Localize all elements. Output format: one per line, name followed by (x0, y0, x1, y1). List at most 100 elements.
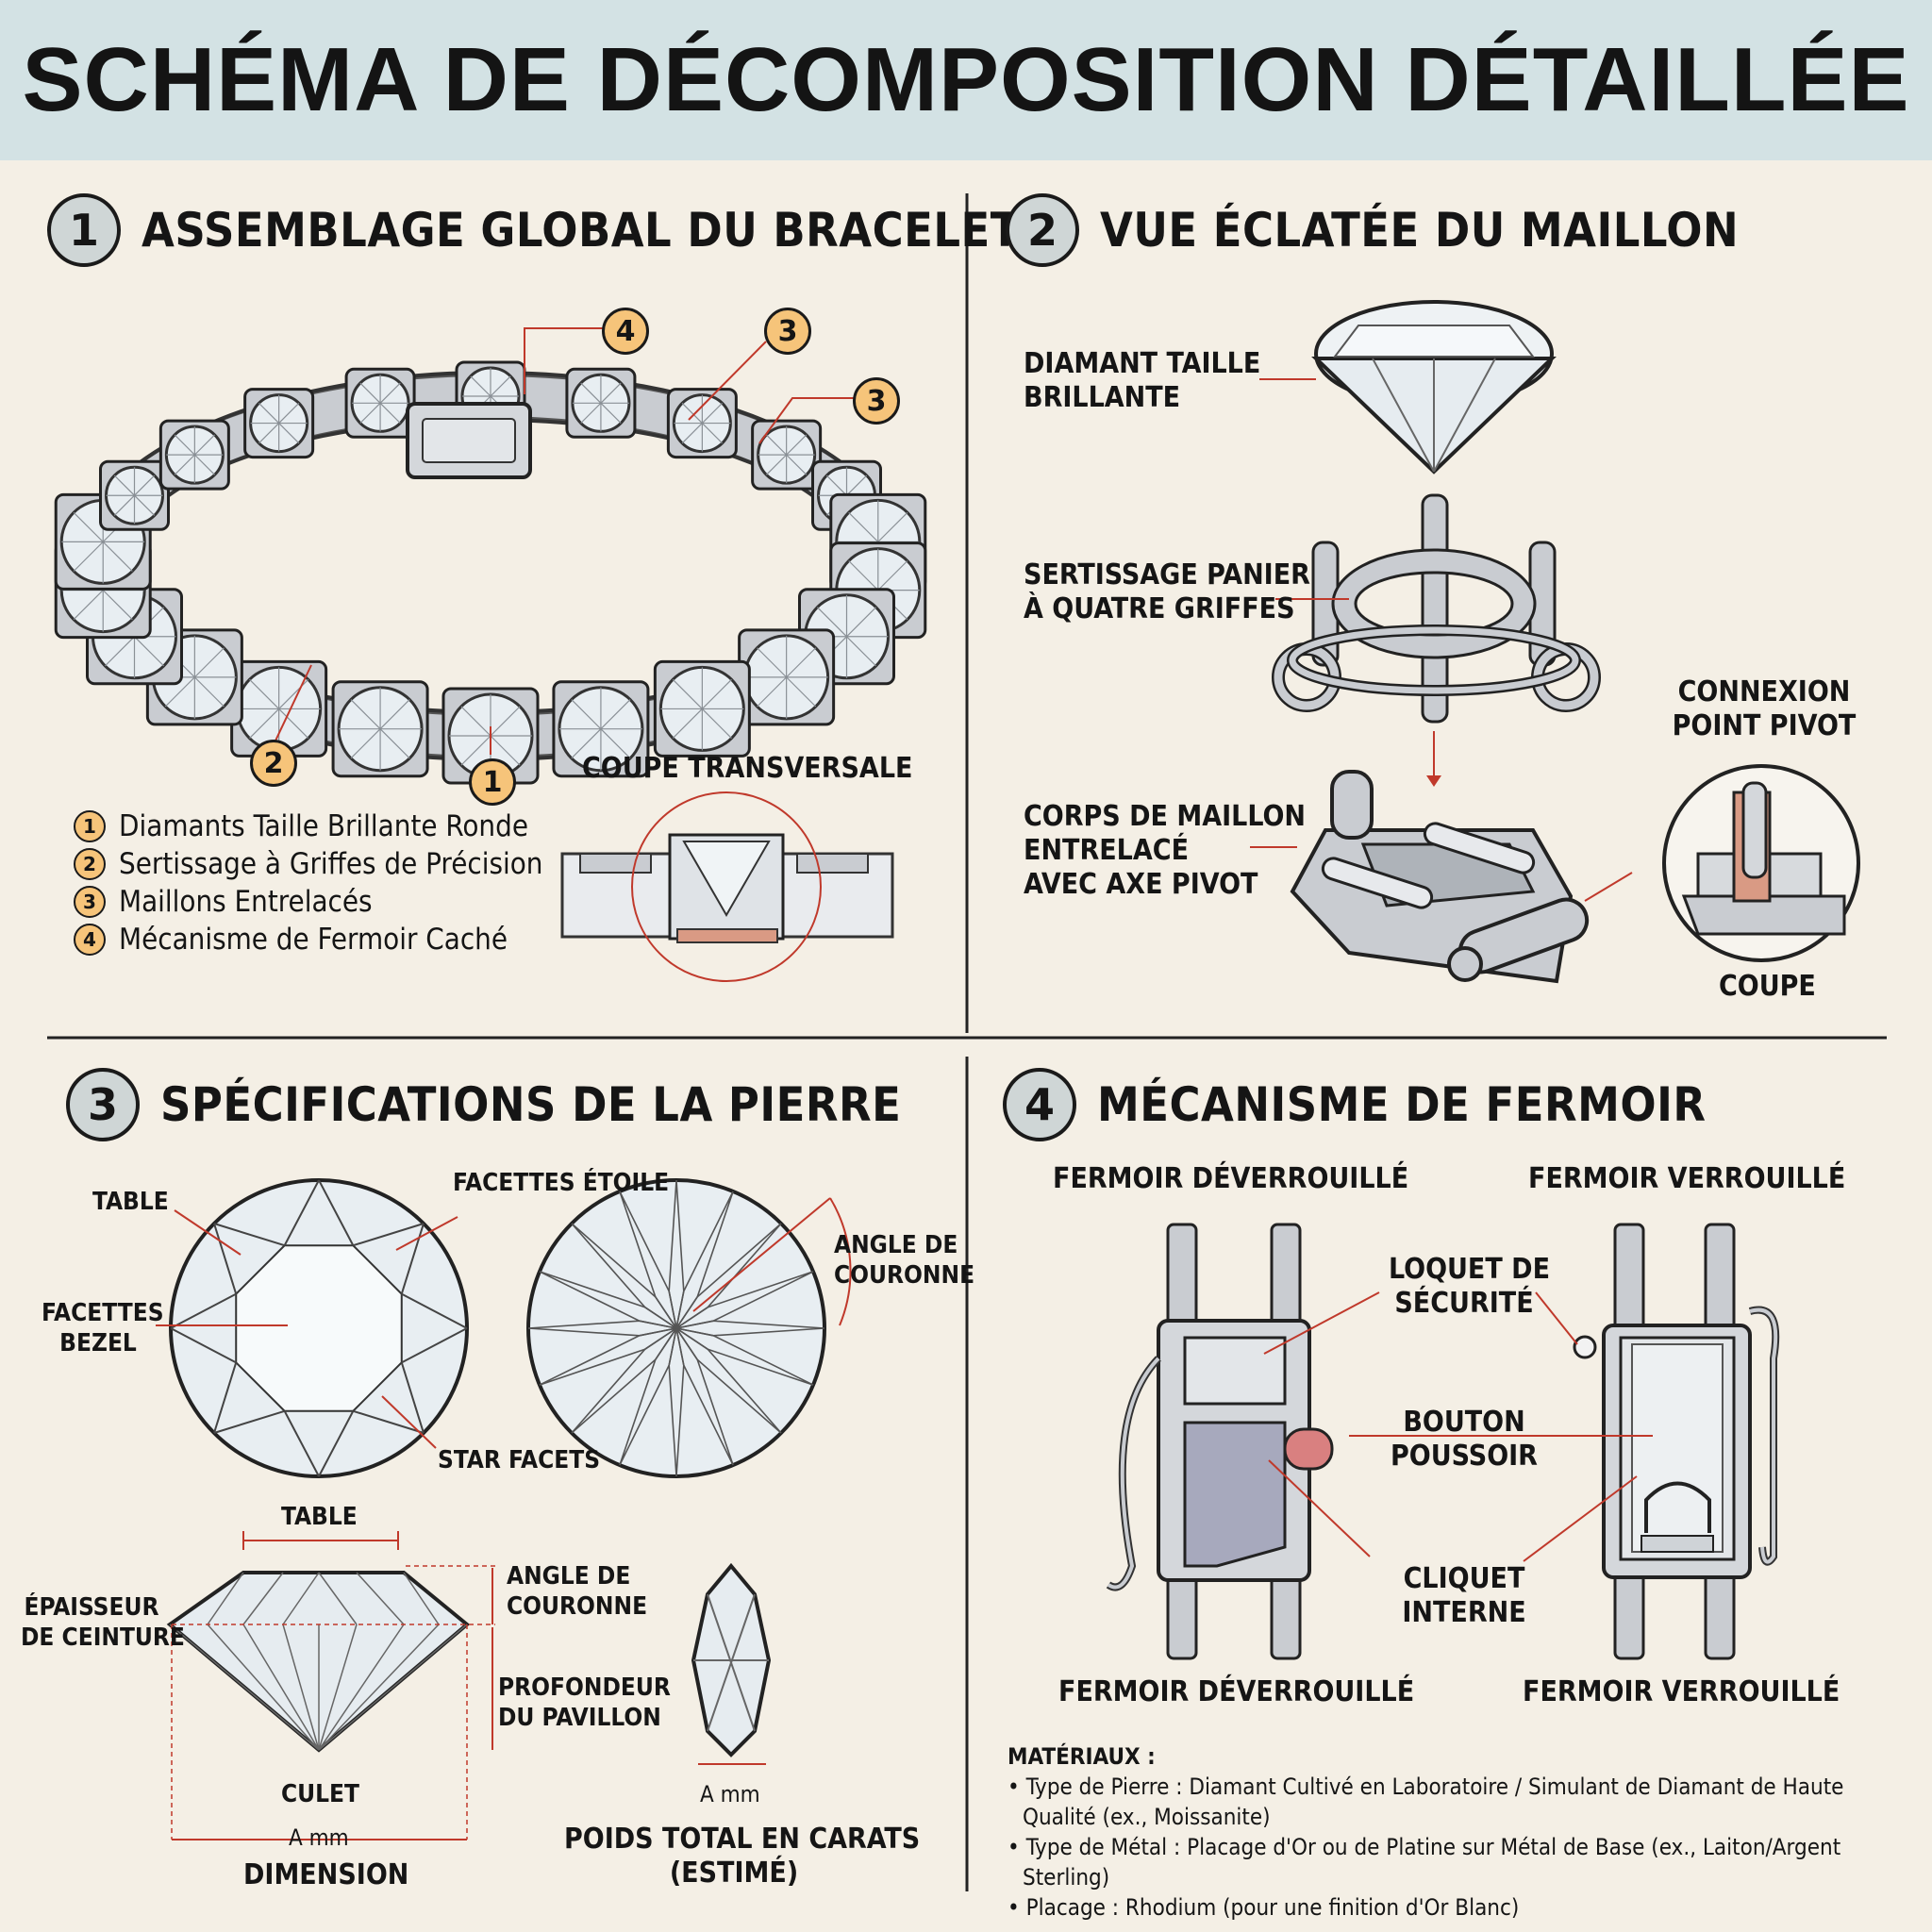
pavilion-facet (318, 1624, 440, 1751)
bracelet-stone-facet (379, 382, 401, 404)
label-angle-line: ANGLE DE (834, 1231, 958, 1259)
pavilion-facet (318, 1624, 468, 1751)
stone-top-view (169, 1178, 469, 1478)
label-poids-line: POIDS TOTAL EN CARATS (564, 1823, 921, 1856)
label-poids: POIDS TOTAL EN CARATS (ESTIMÉ) (564, 1823, 921, 1890)
stone-side-view (691, 1562, 772, 1757)
diamond-label-line: BRILLANTE (1024, 381, 1181, 414)
bracelet-stone-facet (571, 699, 602, 730)
bracelet-stone-facet (134, 636, 165, 667)
bracelet-stone-facet (600, 699, 631, 730)
facet-line (213, 1409, 285, 1434)
bracelet-stone-facet (765, 434, 788, 456)
angle-arc (829, 1197, 852, 1326)
label-dimension: DIMENSION (243, 1858, 409, 1891)
materials-item: • Type de Pierre : Diamant Cultivé en La… (1008, 1774, 1844, 1830)
callout-3a: 3 (764, 308, 811, 355)
facet-line (283, 1179, 320, 1246)
bracelet-stone-facet (379, 699, 410, 730)
bracelet-stone-facet (786, 454, 808, 475)
label-loquet-line: LOQUET DE (1389, 1253, 1551, 1286)
pivot-label-line: CONNEXION (1677, 675, 1851, 708)
label-loquet: LOQUET DE SÉCURITÉ (1389, 1253, 1551, 1321)
bracelet-stone-facet (757, 647, 788, 678)
facet-line (401, 1292, 468, 1329)
bracelet-stone-facet (571, 728, 602, 759)
label-angle-line: ANGLE DE (507, 1562, 631, 1591)
label-table-profile: TABLE (281, 1503, 358, 1531)
exploded-diamond (1311, 300, 1557, 475)
basket-label-line: SERTISSAGE PANIER (1024, 558, 1310, 591)
bracelet-stone-facet (460, 735, 491, 766)
pavilion-facet (282, 1624, 320, 1751)
bracelet-stone-facet (278, 708, 309, 739)
link-label-line: CORPS DE MAILLON (1024, 800, 1307, 833)
bracelet-stone-facet (470, 375, 491, 397)
bracelet-stone-facet (134, 494, 156, 516)
leader-callout-3b (758, 397, 854, 444)
section-1-number: 1 (47, 193, 121, 267)
bracelet-stone-facet (490, 375, 511, 397)
bracelet-stone-facet (73, 511, 104, 542)
bracelet-stone-facet (249, 708, 280, 739)
bracelet-stone-facet (102, 590, 133, 621)
link-label: CORPS DE MAILLON ENTRELACÉ AVEC AXE PIVO… (1024, 800, 1306, 902)
exploded-link (1290, 770, 1590, 984)
facet-line (213, 1223, 238, 1294)
page-title: SCHÉMA DE DÉCOMPOSITION DÉTAILLÉE (22, 29, 1910, 130)
bracelet-stone-facet (600, 402, 622, 424)
legend-text: Mécanisme de Fermoir Caché (119, 923, 508, 957)
leader-table (174, 1209, 242, 1256)
bracelet-stone-facet (701, 423, 724, 444)
label-facettes-etoile: FACETTES ÉTOILE (453, 1169, 670, 1197)
crown-facet (207, 1572, 244, 1625)
bracelet-stone-facet (825, 475, 847, 496)
bracelet-stone-facet (816, 607, 847, 638)
facet-line (318, 1179, 355, 1246)
bracelet-stone-facet (73, 590, 104, 621)
cross-section-label: COUPE TRANSVERSALE (582, 752, 913, 785)
bracelet-stone-facet (786, 434, 808, 456)
bracelet-stone-facet (600, 728, 631, 759)
clasp-top-locked-label: FERMOIR VERROUILLÉ (1528, 1162, 1846, 1195)
label-angle-couronne-top: ANGLE DE COURONNE (834, 1230, 974, 1291)
bracelet-stone-facet (701, 678, 732, 709)
section-4-title: MÉCANISME DE FERMOIR (1097, 1077, 1707, 1132)
label-profondeur-line: DU PAVILLON (498, 1704, 661, 1732)
bracelet-stone-facet (193, 676, 225, 708)
legend-item: 3 Maillons Entrelacés (74, 883, 542, 921)
bracelet-stone-facet (113, 475, 135, 496)
section-2-number: 2 (1006, 193, 1079, 267)
bracelet-stone-facet (73, 541, 104, 572)
pavilion-facet (207, 1624, 320, 1751)
legend-item: 1 Diamants Taille Brillante Ronde (74, 808, 542, 845)
bracelet-stone-facet (765, 454, 788, 475)
crown-facet (242, 1572, 284, 1625)
bracelet-stone-facet (490, 706, 521, 737)
bracelet-stone-facet (672, 708, 703, 739)
pivot-label-line: POINT PIVOT (1672, 709, 1857, 742)
crown-facet (282, 1572, 320, 1625)
clasp-bottom-locked-label: FERMOIR VERROUILLÉ (1523, 1675, 1840, 1708)
leader-angle-couronne (692, 1197, 831, 1312)
bracelet-stone-facet (490, 735, 521, 766)
label-cliquet-line: INTERNE (1402, 1596, 1526, 1629)
bracelet-stone-facet (681, 423, 703, 444)
facet-line (401, 1327, 468, 1364)
facet-line (353, 1223, 425, 1247)
facet-line (170, 1327, 237, 1364)
label-cliquet: CLIQUET INTERNE (1389, 1562, 1540, 1630)
bracelet-stone-facet (193, 647, 225, 678)
callout-1: 1 (469, 758, 516, 806)
callout-2: 2 (250, 740, 297, 787)
bracelet-stone-facet (193, 454, 216, 475)
label-cliquet-line: CLIQUET (1403, 1562, 1525, 1595)
section-3-number: 3 (66, 1068, 140, 1141)
materials-heading: MATÉRIAUX : (1008, 1743, 1156, 1770)
section-2-header: 2 VUE ÉCLATÉE DU MAILLON (1006, 193, 1739, 267)
bracelet-stone-facet (193, 434, 216, 456)
crown-facet (318, 1572, 358, 1625)
cross-section-drawing (560, 791, 894, 982)
pivot-label: CONNEXION POINT PIVOT (1670, 675, 1858, 743)
